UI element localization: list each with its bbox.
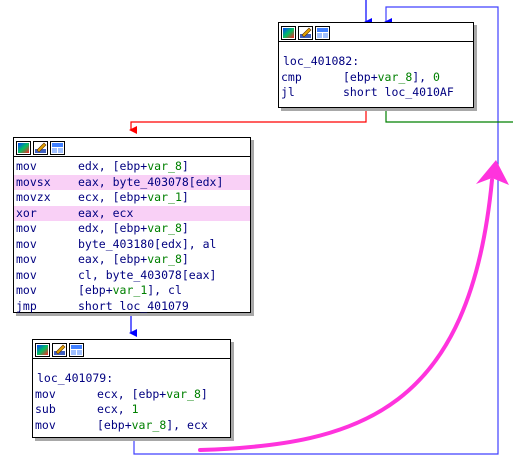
- code-line[interactable]: movzx ecx, [ebp+var_1]: [14, 190, 250, 206]
- mnemonic: movzx: [16, 190, 51, 205]
- mnemonic: mov: [16, 267, 37, 282]
- code-line[interactable]: mov edx, [ebp+var_8]: [14, 221, 250, 237]
- code-line[interactable]: mov [ebp+var_1], cl: [14, 283, 250, 299]
- code-line[interactable]: mov edx, [ebp+var_8]: [14, 159, 250, 175]
- stack-variable: var_8: [147, 159, 182, 174]
- rename-icon[interactable]: [33, 140, 48, 155]
- rename-icon[interactable]: [52, 342, 67, 357]
- code-line[interactable]: mov[ebp+var_8], ecx: [35, 417, 208, 432]
- block-label[interactable]: loc_401079:: [37, 371, 114, 386]
- operand: ], cl: [147, 283, 182, 298]
- block-label[interactable]: loc_401082:: [283, 54, 360, 69]
- operand: ]: [181, 190, 189, 205]
- operand: cl, byte_403078[eax]: [78, 267, 217, 282]
- true-branch-edge: [385, 108, 513, 123]
- mnemonic: movsx: [16, 174, 51, 189]
- mnemonic: mov: [16, 159, 37, 174]
- graph-overview-icon[interactable]: [69, 342, 84, 357]
- operand: edx, [ebp+: [78, 221, 148, 236]
- annotation-arrow: [198, 178, 494, 452]
- operand: ]: [181, 159, 189, 174]
- block-header: [14, 138, 250, 157]
- annotation-arrowhead: [476, 160, 509, 185]
- graph-overview-icon[interactable]: [50, 140, 65, 155]
- mnemonic: xor: [16, 205, 37, 220]
- code-line[interactable]: mov cl, byte_403078[eax]: [14, 268, 250, 284]
- mnemonic: mov: [16, 252, 37, 267]
- mnemonic: jmp: [16, 298, 37, 313]
- block-header: [33, 340, 230, 359]
- operand: edx, [ebp+: [78, 159, 148, 174]
- mnemonic: mov: [16, 221, 37, 236]
- operand: eax, ecx: [78, 205, 134, 220]
- graph-overview-icon[interactable]: [315, 25, 330, 40]
- mnemonic: mov: [16, 283, 37, 298]
- operand: short loc_401079: [78, 298, 189, 313]
- operand: eax, [ebp+: [78, 252, 148, 267]
- false-branch-edge: [129, 108, 367, 134]
- block-header: [279, 23, 473, 42]
- color-palette-icon[interactable]: [35, 342, 50, 357]
- operand: eax, byte_403078[edx]: [78, 174, 224, 189]
- stack-variable: var_1: [147, 190, 182, 205]
- operand: ]: [181, 252, 189, 267]
- code-line[interactable]: xor eax, ecx: [14, 205, 250, 221]
- code-line[interactable]: mov eax, [ebp+var_8]: [14, 252, 250, 268]
- stack-variable: var_8: [147, 252, 182, 267]
- color-palette-icon[interactable]: [16, 140, 31, 155]
- code-line[interactable]: movsx eax, byte_403078[edx]: [14, 174, 250, 190]
- operand: ecx, [ebp+: [78, 190, 148, 205]
- stack-variable: var_1: [112, 283, 148, 298]
- color-palette-icon[interactable]: [281, 25, 296, 40]
- operand: ]: [181, 221, 189, 236]
- code-line[interactable]: jmp short loc_401079: [14, 299, 250, 315]
- mnemonic: mov: [16, 236, 37, 251]
- operand: byte_403180[edx], al: [78, 236, 217, 251]
- code-line[interactable]: cmp[ebp+var_8], 0: [281, 69, 440, 84]
- loop-back-edge: [133, 6, 499, 455]
- stack-variable: var_8: [147, 221, 182, 236]
- code-line[interactable]: mov byte_403180[edx], al: [14, 237, 250, 253]
- operand: [ebp+: [78, 283, 113, 298]
- rename-icon[interactable]: [298, 25, 313, 40]
